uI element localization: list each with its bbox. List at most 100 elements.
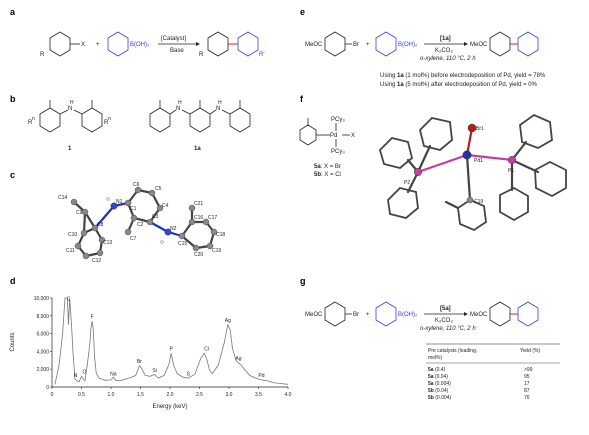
f-x: X bbox=[351, 133, 355, 139]
peak-label: F bbox=[91, 314, 94, 320]
atom bbox=[134, 186, 142, 194]
atom-label: N1 bbox=[116, 199, 123, 205]
e-base: K₂CO₃ bbox=[435, 48, 453, 54]
e-catalyst: [1a] bbox=[440, 36, 451, 42]
atom bbox=[146, 218, 154, 226]
table-cell-catalyst: 5b (0.004) bbox=[428, 395, 451, 401]
g-plus: + bbox=[366, 312, 370, 318]
halide-x-label: X bbox=[81, 42, 85, 48]
x-tick-label: 2.5 bbox=[196, 392, 203, 398]
e-product-meoc: MeOC bbox=[470, 42, 488, 48]
g-base: K₂CO₃ bbox=[435, 318, 453, 324]
compound-1a-nh-1: H bbox=[178, 100, 182, 106]
pd-br-bond bbox=[465, 126, 474, 157]
aryl-halide-ring bbox=[49, 31, 71, 57]
y-tick-label: 2,000 bbox=[36, 367, 49, 373]
e-note-2: Using 1a (5 mol%) after electrodepositio… bbox=[380, 82, 538, 88]
table-cell-yield: 87 bbox=[524, 388, 530, 394]
atom-label: C5 bbox=[155, 186, 162, 192]
atom bbox=[188, 204, 196, 212]
product-ring-right bbox=[237, 31, 259, 57]
y-tick-label: 8,000 bbox=[36, 314, 49, 320]
peak-label: Si bbox=[152, 368, 156, 374]
g-catalyst: [5a] bbox=[440, 306, 451, 312]
x-tick-label: 3.0 bbox=[226, 392, 233, 398]
y-axis-label: Counts bbox=[10, 332, 16, 351]
product-ring-left bbox=[207, 31, 229, 57]
y-tick-label: 4,000 bbox=[36, 349, 49, 355]
g-aryl-bromide-ring bbox=[324, 301, 346, 327]
r-substituent-label: R bbox=[40, 52, 45, 58]
table-header-catalyst: Pre catalysts (loading, bbox=[428, 348, 477, 354]
label-c19: C19 bbox=[474, 199, 483, 205]
g-boronic-ring bbox=[375, 301, 397, 327]
pd-p1-bond bbox=[465, 153, 514, 162]
panel-f-label: f bbox=[300, 94, 304, 104]
ortep-atoms bbox=[70, 186, 218, 260]
panel-c-label: c bbox=[10, 170, 15, 180]
x-tick-label: 2.0 bbox=[167, 392, 174, 398]
panel-g-label: g bbox=[300, 276, 306, 286]
f-tolyl-ring bbox=[299, 124, 317, 146]
atom bbox=[188, 218, 196, 226]
table-row: 5a (0.04) 95 bbox=[428, 374, 530, 380]
ortep-bond-n2 bbox=[148, 220, 170, 234]
table-cell-yield: 76 bbox=[524, 395, 530, 401]
atom-label: C6 bbox=[133, 182, 140, 188]
table-cell-yield: 17 bbox=[524, 381, 530, 387]
table-cell-catalyst: 5b (0.04) bbox=[428, 388, 449, 394]
atom bbox=[74, 242, 82, 250]
atom-label: C15 bbox=[178, 241, 187, 247]
e-boronic-ring bbox=[375, 31, 397, 57]
e-product-ring-2 bbox=[517, 31, 539, 57]
table-row: 5b (0.004) 76 bbox=[428, 395, 530, 401]
superscript-n-right: n bbox=[108, 116, 111, 122]
atom-label: C9 bbox=[76, 210, 83, 216]
e-conditions: o-xylene, 110 °C, 2 h bbox=[420, 56, 476, 62]
atom-pd1 bbox=[462, 150, 472, 160]
e-aryl-bromide-ring bbox=[324, 31, 346, 57]
atom bbox=[80, 229, 88, 237]
n-bond-right bbox=[73, 109, 83, 115]
y-tick-label: 10,000 bbox=[34, 296, 50, 302]
bond-a bbox=[169, 109, 177, 115]
ortep-bond bbox=[82, 210, 87, 235]
atom bbox=[70, 198, 78, 206]
x-tick-label: 4.0 bbox=[285, 392, 292, 398]
table-header-yield: Yield (%) bbox=[520, 348, 540, 354]
table-header-catalyst-2: mol%) bbox=[428, 355, 443, 361]
y-tick-label: 6,000 bbox=[36, 332, 49, 338]
f-5a-line: 5a: X = Br bbox=[314, 164, 341, 170]
peak-label: Cl bbox=[204, 346, 209, 352]
compound-1a-ring-3 bbox=[229, 107, 251, 133]
x-tick-label: 3.5 bbox=[255, 392, 262, 398]
pd-c19-bond bbox=[465, 153, 472, 202]
compound-1a-nh-2: H bbox=[218, 100, 222, 106]
atom-label: C20 bbox=[194, 252, 203, 258]
compound-1a-ring-1 bbox=[149, 107, 171, 133]
x-tick-label: 1.5 bbox=[137, 392, 144, 398]
peak-label: S bbox=[187, 371, 191, 377]
compound-1-rn-left: R bbox=[28, 120, 33, 126]
panel-b-label: b bbox=[10, 94, 16, 104]
table-cell-catalyst: 5a (0.04) bbox=[428, 374, 448, 380]
atom bbox=[206, 242, 214, 250]
g-br-label: Br bbox=[353, 312, 359, 318]
panel-a-label: a bbox=[10, 7, 16, 17]
atom-label: C19 bbox=[212, 248, 221, 254]
atom-label: C8 bbox=[97, 222, 104, 228]
ortep-atom-labels: C14 C9 N1 C6 C5 C8 C1 C4 C10 C2 C3 C21 C… bbox=[58, 182, 225, 264]
f-pcy3-bot: PCy₃ bbox=[331, 149, 345, 155]
g-meoc-label: MeOC bbox=[305, 312, 323, 318]
atom bbox=[124, 199, 132, 207]
panel-b: b N H R n R n 1 N H N H 1a bbox=[10, 94, 251, 152]
n-bond-left bbox=[59, 109, 69, 115]
peak-label: Br bbox=[137, 359, 142, 365]
panel-e: e MeOC Br + B(OH)₂ [1a] K₂CO₃ o-xylene, … bbox=[300, 7, 546, 88]
atom-n1 bbox=[110, 202, 118, 210]
table-cell-catalyst: 5a (0.004) bbox=[428, 381, 451, 387]
catalyst-label: [Catalyst] bbox=[161, 36, 186, 42]
